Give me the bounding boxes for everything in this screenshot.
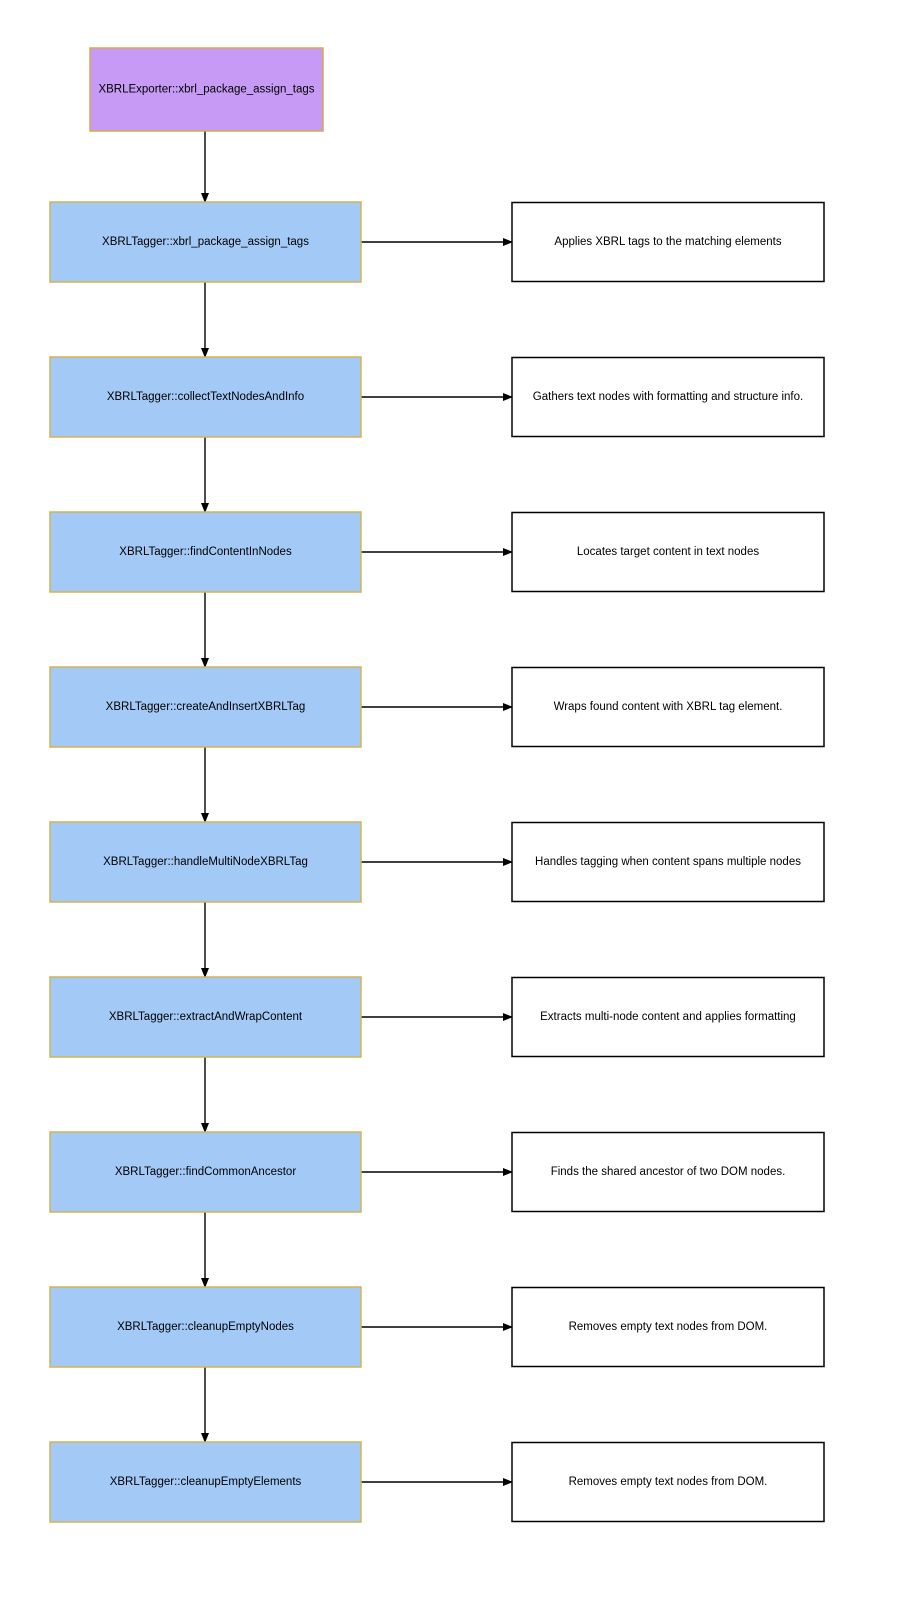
entry-node[interactable]: XBRLExporter::xbrl_package_assign_tags — [89, 47, 324, 132]
note-node-label: Extracts multi-node content and applies … — [540, 1011, 796, 1023]
step-node[interactable]: XBRLTagger::createAndInsertXBRLTag — [49, 666, 362, 748]
note-node-box[interactable] — [511, 1131, 825, 1213]
note-node-label: Applies XBRL tags to the matching elemen… — [554, 236, 781, 248]
note-node-box[interactable] — [511, 821, 825, 903]
step-node-label: XBRLTagger::handleMultiNodeXBRLTag — [103, 856, 308, 868]
note-node-label: Handles tagging when content spans multi… — [535, 856, 801, 868]
step-node-label: XBRLTagger::createAndInsertXBRLTag — [106, 701, 306, 713]
step-node[interactable]: XBRLTagger::cleanupEmptyElements — [49, 1441, 362, 1523]
step-node-box[interactable] — [49, 1131, 362, 1213]
note-node-label: Finds the shared ancestor of two DOM nod… — [551, 1166, 786, 1178]
step-node[interactable]: XBRLTagger::findCommonAncestor — [49, 1131, 362, 1213]
note-node-box[interactable] — [511, 666, 825, 748]
step-node-box[interactable] — [49, 1286, 362, 1368]
step-node-box[interactable] — [49, 976, 362, 1058]
step-node-label: XBRLTagger::xbrl_package_assign_tags — [102, 236, 309, 248]
note-node[interactable]: Extracts multi-node content and applies … — [511, 976, 825, 1058]
note-node-label: Locates target content in text nodes — [577, 546, 759, 558]
note-node-box[interactable] — [511, 1286, 825, 1368]
step-node[interactable]: XBRLTagger::xbrl_package_assign_tags — [49, 201, 362, 283]
step-node[interactable]: XBRLTagger::extractAndWrapContent — [49, 976, 362, 1058]
note-node-label: Gathers text nodes with formatting and s… — [533, 391, 803, 403]
step-node-box[interactable] — [49, 201, 362, 283]
note-node-box[interactable] — [511, 511, 825, 593]
step-node-box[interactable] — [49, 1441, 362, 1523]
step-node-label: XBRLTagger::collectTextNodesAndInfo — [107, 391, 304, 403]
note-node[interactable]: Removes empty text nodes from DOM. — [511, 1441, 825, 1523]
entry-node-box[interactable] — [89, 47, 324, 132]
node-group: XBRLExporter::xbrl_package_assign_tagsXB… — [49, 47, 825, 1523]
step-node[interactable]: XBRLTagger::collectTextNodesAndInfo — [49, 356, 362, 438]
step-node-label: XBRLTagger::cleanupEmptyElements — [110, 1476, 302, 1488]
note-node[interactable]: Wraps found content with XBRL tag elemen… — [511, 666, 825, 748]
note-edge-group — [361, 238, 513, 1486]
step-node[interactable]: XBRLTagger::findContentInNodes — [49, 511, 362, 593]
note-node[interactable]: Handles tagging when content spans multi… — [511, 821, 825, 903]
note-node[interactable]: Finds the shared ancestor of two DOM nod… — [511, 1131, 825, 1213]
step-node-label: XBRLTagger::extractAndWrapContent — [109, 1011, 303, 1023]
note-node[interactable]: Applies XBRL tags to the matching elemen… — [511, 201, 825, 283]
step-node-box[interactable] — [49, 821, 362, 903]
note-node-label: Wraps found content with XBRL tag elemen… — [554, 701, 783, 713]
note-node-box[interactable] — [511, 356, 825, 438]
step-node-label: XBRLTagger::findCommonAncestor — [115, 1166, 296, 1178]
step-node-box[interactable] — [49, 666, 362, 748]
step-node-box[interactable] — [49, 511, 362, 593]
note-node-box[interactable] — [511, 1441, 825, 1523]
note-node[interactable]: Locates target content in text nodes — [511, 511, 825, 593]
note-node[interactable]: Gathers text nodes with formatting and s… — [511, 356, 825, 438]
note-node-box[interactable] — [511, 976, 825, 1058]
step-node[interactable]: XBRLTagger::handleMultiNodeXBRLTag — [49, 821, 362, 903]
step-node-box[interactable] — [49, 356, 362, 438]
note-node-box[interactable] — [511, 201, 825, 283]
step-node[interactable]: XBRLTagger::cleanupEmptyNodes — [49, 1286, 362, 1368]
note-node[interactable]: Removes empty text nodes from DOM. — [511, 1286, 825, 1368]
note-node-label: Removes empty text nodes from DOM. — [569, 1321, 768, 1333]
step-node-label: XBRLTagger::findContentInNodes — [119, 546, 292, 558]
entry-node-label: XBRLExporter::xbrl_package_assign_tags — [98, 84, 314, 96]
note-node-label: Removes empty text nodes from DOM. — [569, 1476, 768, 1488]
step-node-label: XBRLTagger::cleanupEmptyNodes — [117, 1321, 294, 1333]
